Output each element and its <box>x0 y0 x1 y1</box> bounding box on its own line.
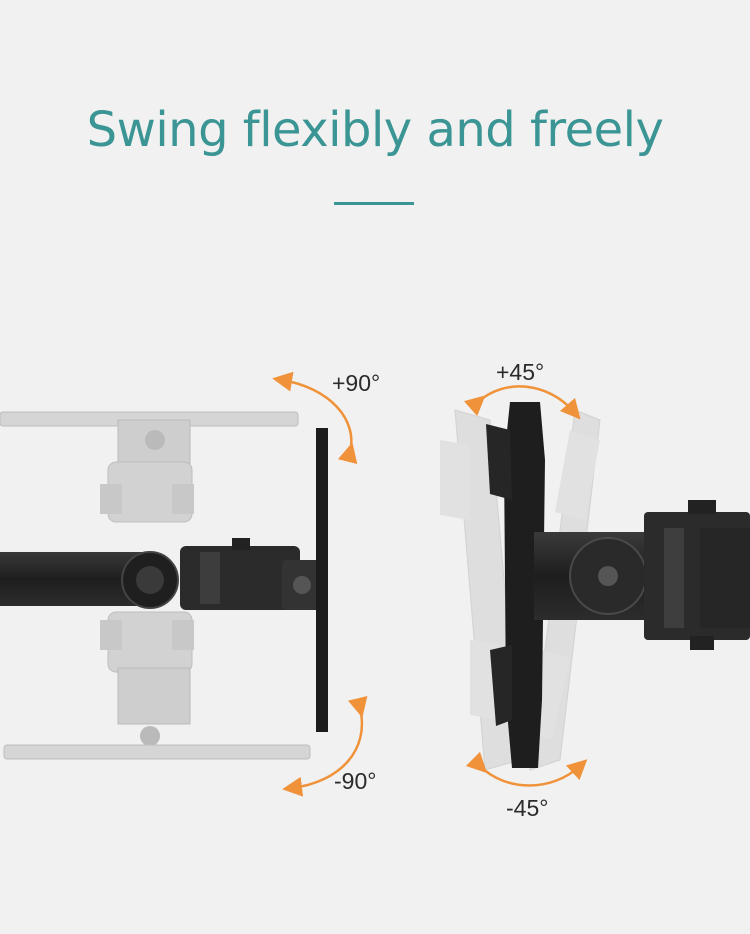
ghost-plate-top <box>0 411 299 523</box>
vesa-plate-right <box>504 402 545 768</box>
arrow-down-rotation <box>282 695 368 797</box>
arrow-tilt-up <box>463 385 581 420</box>
angle-label-tilt-up: +45° <box>496 359 544 385</box>
tilt-mount-right <box>440 402 750 771</box>
angle-label-down: -90° <box>334 768 376 794</box>
angle-label-tilt-down: -45° <box>506 795 548 821</box>
title-underline <box>334 202 414 205</box>
arrow-tilt-down <box>465 751 588 787</box>
arrow-up-rotation <box>272 371 358 465</box>
angle-label-up: +90° <box>332 370 380 396</box>
vesa-plate-left <box>316 428 328 732</box>
page-title: Swing flexibly and freely <box>86 102 664 158</box>
swivel-mount-left <box>0 411 328 760</box>
ghost-plate-bottom <box>3 611 311 760</box>
